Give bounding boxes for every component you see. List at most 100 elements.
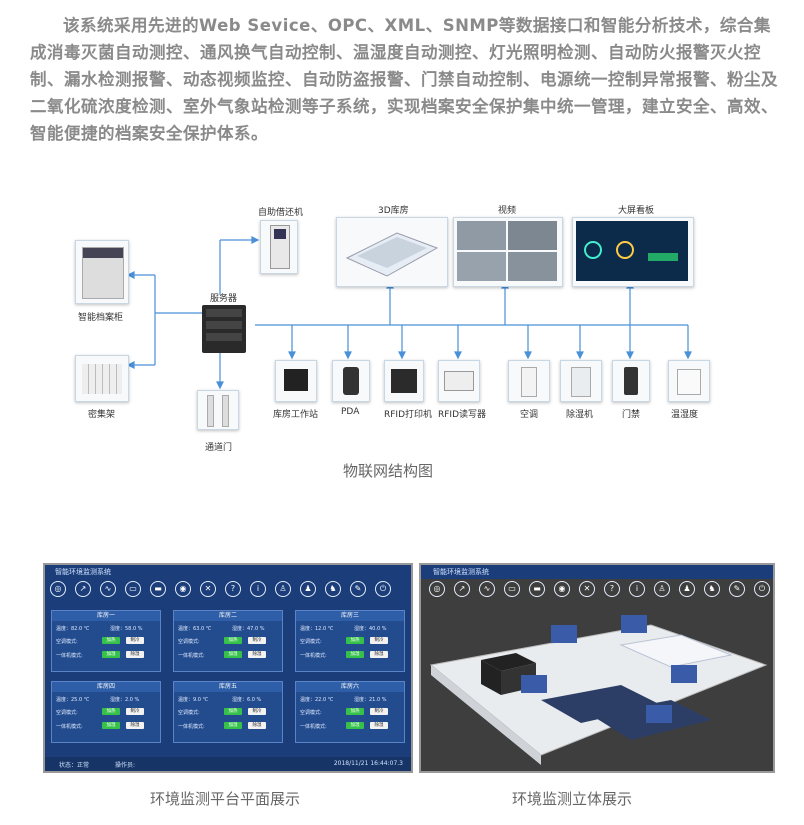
dehumidify-button[interactable]: 除湿: [126, 722, 144, 729]
trend-icon[interactable]: ∿: [100, 581, 116, 597]
room-temperature: 温度：25.0 ℃: [56, 697, 90, 703]
node-label-dehumidifier: 除湿机: [566, 410, 594, 420]
datetime-readout: 2018/11/21 16:44:07.3: [333, 760, 403, 767]
air-conditioner-image: [508, 360, 550, 402]
unit-mode-label: 一体机模式:: [178, 724, 205, 730]
badge-icon[interactable]: ◉: [175, 581, 191, 597]
workstation-image: [275, 360, 317, 402]
monitor-icon[interactable]: ▭: [125, 581, 141, 597]
chart-icon[interactable]: ↗: [454, 581, 470, 597]
node-label-compact-shelf: 密集架: [88, 410, 116, 420]
smart-cabinet-image: [75, 240, 129, 304]
display-icon[interactable]: ▬: [150, 581, 166, 597]
humidify-button[interactable]: 加湿: [224, 722, 242, 729]
cool-button[interactable]: 制冷: [370, 708, 388, 715]
cool-button[interactable]: 制冷: [126, 708, 144, 715]
room-panel: 库房二 温度：63.0 ℃ 湿度：47.0 % 空调模式: 加热 制冷 一体机模…: [173, 610, 283, 672]
node-label-pda: PDA: [341, 407, 360, 417]
room-temperature: 温度：82.0 ℃: [56, 626, 90, 632]
users-icon[interactable]: ♟: [679, 581, 695, 597]
tools-icon[interactable]: ✕: [579, 581, 595, 597]
flat-toolbar: ◎ ↗ ∿ ▭ ▬ ◉ ✕ ? i ♙ ♟ ♞ ✎ ⏻: [50, 581, 391, 601]
3d-toolbar: ◎ ↗ ∿ ▭ ▬ ◉ ✕ ? i ♙ ♟ ♞ ✎ ⏻: [429, 581, 770, 601]
dehumidify-button[interactable]: 除湿: [370, 722, 388, 729]
humidify-button[interactable]: 加湿: [102, 722, 120, 729]
room-title: 库房四: [52, 682, 160, 692]
node-label-rfid-printer: RFID打印机: [384, 410, 433, 420]
power-icon[interactable]: ⏻: [375, 581, 391, 597]
heat-button[interactable]: 加热: [346, 637, 364, 644]
heat-button[interactable]: 加热: [102, 708, 120, 715]
node-label-smart-cabinet: 智能档案柜: [78, 313, 124, 323]
compact-shelf-image: [75, 355, 129, 402]
heat-button[interactable]: 加热: [102, 637, 120, 644]
users-icon[interactable]: ♟: [300, 581, 316, 597]
ac-mode-label: 空调模式:: [56, 639, 78, 645]
server-rack-image: [202, 305, 246, 353]
node-label-thermo-hygrometer: 温湿度: [671, 410, 699, 420]
cool-button[interactable]: 制冷: [126, 637, 144, 644]
humidify-button[interactable]: 加湿: [346, 651, 364, 658]
help-icon[interactable]: ?: [225, 581, 241, 597]
unit-mode-label: 一体机模式:: [300, 724, 327, 730]
connector-lines: [126, 236, 692, 390]
node-label-server: 服务器: [210, 294, 238, 304]
cool-button[interactable]: 制冷: [248, 708, 266, 715]
room-humidity: 湿度：6.0 %: [232, 697, 262, 703]
edit-icon[interactable]: ✎: [729, 581, 745, 597]
cool-button[interactable]: 制冷: [248, 637, 266, 644]
group-icon[interactable]: ♞: [325, 581, 341, 597]
power-icon[interactable]: ⏻: [754, 581, 770, 597]
room-title: 库房一: [52, 611, 160, 621]
cool-button[interactable]: 制冷: [370, 637, 388, 644]
node-label-access-control: 门禁: [622, 410, 641, 420]
3d-screen-title: 智能环境监测系统: [421, 565, 773, 579]
unit-mode-label: 一体机模式:: [178, 653, 205, 659]
display-icon[interactable]: ▬: [529, 581, 545, 597]
node-label-3d-warehouse: 3D库房: [378, 206, 409, 216]
unit-mode-label: 一体机模式:: [300, 653, 327, 659]
info-icon[interactable]: i: [250, 581, 266, 597]
humidify-button[interactable]: 加湿: [224, 651, 242, 658]
heat-button[interactable]: 加热: [346, 708, 364, 715]
node-label-workstation: 库房工作站: [273, 410, 319, 420]
help-icon[interactable]: ?: [604, 581, 620, 597]
chart-icon[interactable]: ↗: [75, 581, 91, 597]
heat-button[interactable]: 加热: [224, 708, 242, 715]
dehumidify-button[interactable]: 除湿: [126, 651, 144, 658]
video-wall-image: [453, 217, 563, 287]
humidify-button[interactable]: 加湿: [346, 722, 364, 729]
heat-button[interactable]: 加热: [224, 637, 242, 644]
3d-warehouse-scene: [429, 615, 768, 765]
dehumidify-button[interactable]: 除湿: [248, 722, 266, 729]
dehumidify-button[interactable]: 除湿: [248, 651, 266, 658]
self-service-machine-image: [260, 220, 298, 274]
flat-screen-title: 智能环境监测系统: [55, 568, 111, 576]
node-label-rfid-reader: RFID读写器: [438, 410, 487, 420]
ac-mode-label: 空调模式:: [56, 710, 78, 716]
globe-icon[interactable]: ◎: [429, 581, 445, 597]
status-text: 状态：正常: [59, 762, 90, 769]
user-icon[interactable]: ♙: [275, 581, 291, 597]
3d-warehouse-image: [336, 217, 448, 287]
room-panel: 库房一 温度：82.0 ℃ 湿度：58.0 % 空调模式: 加热 制冷 一体机模…: [51, 610, 161, 672]
group-icon[interactable]: ♞: [704, 581, 720, 597]
edit-icon[interactable]: ✎: [350, 581, 366, 597]
room-humidity: 湿度：40.0 %: [354, 626, 387, 632]
diagram-caption: 物联网结构图: [343, 462, 434, 480]
tools-icon[interactable]: ✕: [200, 581, 216, 597]
globe-icon[interactable]: ◎: [50, 581, 66, 597]
ac-mode-label: 空调模式:: [300, 639, 322, 645]
humidify-button[interactable]: 加湿: [102, 651, 120, 658]
monitor-icon[interactable]: ▭: [504, 581, 520, 597]
info-icon[interactable]: i: [629, 581, 645, 597]
flat-monitoring-screenshot: 智能环境监测系统 ◎ ↗ ∿ ▭ ▬ ◉ ✕ ? i ♙ ♟ ♞ ✎ ⏻ 库房一…: [43, 563, 413, 773]
trend-icon[interactable]: ∿: [479, 581, 495, 597]
node-label-dashboard: 大屏看板: [618, 206, 655, 216]
dehumidify-button[interactable]: 除湿: [370, 651, 388, 658]
room-title: 库房五: [174, 682, 282, 692]
user-icon[interactable]: ♙: [654, 581, 670, 597]
room-title: 库房二: [174, 611, 282, 621]
badge-icon[interactable]: ◉: [554, 581, 570, 597]
room-temperature: 温度：12.0 ℃: [300, 626, 334, 632]
